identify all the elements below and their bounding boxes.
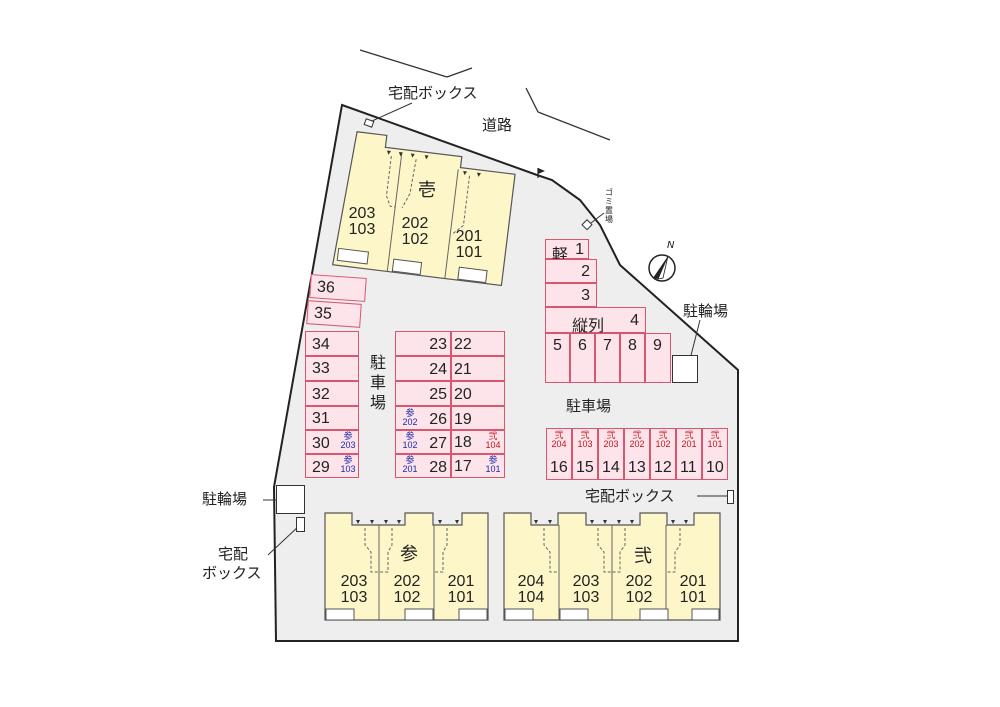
building-san-name: 参 bbox=[400, 544, 418, 565]
parking-space-35: 35 bbox=[306, 300, 362, 328]
bicycle-parking-left-label: 駐輪場 bbox=[202, 490, 248, 508]
delivery-box-left-label-1: 宅配 bbox=[218, 545, 249, 563]
parking-space-20: 20 bbox=[451, 381, 505, 406]
parking-space-9: 9 bbox=[645, 333, 671, 383]
building-ni-shape bbox=[503, 512, 721, 621]
parking-space-7: 7 bbox=[595, 333, 620, 383]
parking-space-31: 31 bbox=[305, 406, 359, 430]
parking-space-8: 8 bbox=[620, 333, 645, 383]
delivery-box-top-shape bbox=[363, 118, 375, 128]
parking-space-36: 36 bbox=[309, 274, 367, 302]
building-san-shape bbox=[324, 512, 489, 621]
bicycle-parking-right-label: 駐輪場 bbox=[683, 302, 729, 320]
north-compass-icon bbox=[648, 254, 676, 282]
parking-space-21: 21 bbox=[451, 356, 505, 381]
building-ichi-name: 壱 bbox=[418, 180, 436, 201]
bicycle-parking-right-shape bbox=[672, 355, 698, 383]
garbage-label: ゴミ置場 bbox=[605, 188, 613, 224]
delivery-box-left-label-2: ボックス bbox=[202, 564, 262, 582]
parking-vertical-label: 駐車場 bbox=[369, 353, 386, 412]
parking-space-22: 22 bbox=[451, 331, 505, 356]
bicycle-parking-left-shape bbox=[276, 485, 305, 514]
parking-space-3: 3 bbox=[545, 283, 597, 307]
delivery-box-right-label: 宅配ボックス bbox=[585, 487, 675, 505]
parking-space-34: 34 bbox=[305, 331, 359, 356]
parking-space-25: 25 bbox=[395, 381, 451, 406]
parking-space-23: 23 bbox=[395, 331, 451, 356]
delivery-box-left-shape bbox=[296, 517, 305, 532]
building-ni-name: 弐 bbox=[634, 546, 652, 567]
flag-icon bbox=[537, 168, 545, 178]
road-edge-line bbox=[359, 49, 448, 78]
delivery-box-top-label: 宅配ボックス bbox=[388, 84, 478, 102]
garbage-area-shape bbox=[581, 219, 593, 231]
parking-space-5: 5 bbox=[545, 333, 570, 383]
parking-space-2: 2 bbox=[545, 259, 597, 283]
parking-space-19: 19 bbox=[451, 406, 505, 430]
road-label: 道路 bbox=[482, 116, 513, 134]
parking-space-24: 24 bbox=[395, 356, 451, 381]
parking-space-6: 6 bbox=[570, 333, 595, 383]
parking-center-label: 駐車場 bbox=[566, 397, 612, 415]
building-ichi-shape bbox=[331, 131, 516, 287]
north-label: N bbox=[667, 240, 675, 251]
delivery-box-right-shape bbox=[727, 490, 734, 504]
parking-space-33: 33 bbox=[305, 356, 359, 381]
parking-space-32: 32 bbox=[305, 381, 359, 406]
